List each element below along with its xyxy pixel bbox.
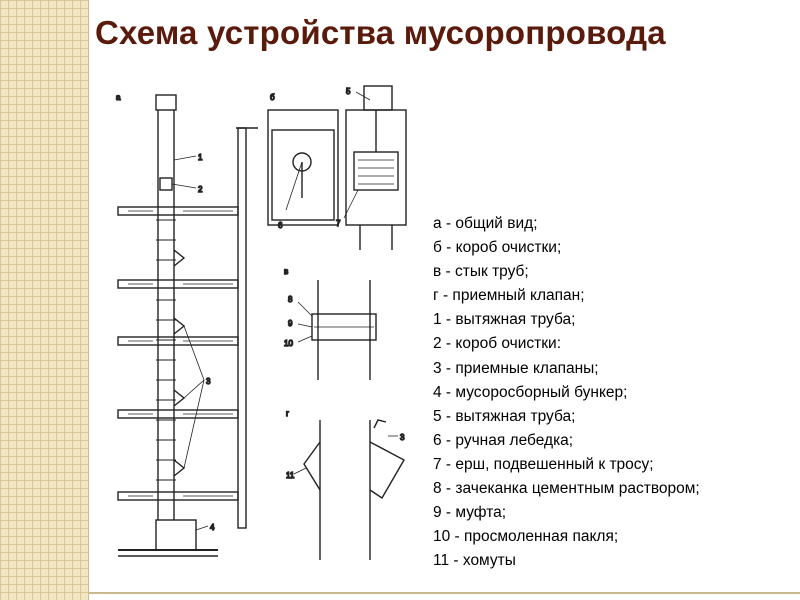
label-3: 3 [206,377,211,386]
label-5: 5 [346,87,351,96]
leader-lines-a [171,155,209,531]
label-b: б [270,93,275,102]
label-v: в [284,267,288,276]
legend-list: а - общий вид; б - короб очистки; в - ст… [433,212,793,573]
cleaning-box-door [267,109,339,226]
label-1: 1 [198,153,203,162]
legend-item: 11 - хомуты [433,552,516,570]
decorative-side-strip [0,0,89,600]
legend-item: в - стык труб; [433,263,529,281]
page-title: Схема устройства мусоропровода [95,14,666,51]
valve-clamp [303,441,321,491]
legend-item: 2 - короб очистки: [433,335,562,353]
garbage-bunker [155,519,197,551]
cleaning-box [159,177,173,191]
legend-item: 9 - муфта; [433,504,507,522]
valve-flap [369,441,405,499]
legend-item: 7 - ерш, подвешенный к тросу; [433,455,654,473]
label-10: 10 [284,339,293,348]
label-2: 2 [198,185,203,194]
garbage-chute-diagram: а [108,80,438,580]
label-9: 9 [288,319,293,328]
floor-slabs [117,206,239,501]
label-a: а [116,93,121,102]
label-3-valve: 3 [400,433,405,442]
legend-item: 6 - ручная лебедка; [433,431,574,449]
legend-item: б - короб очистки; [433,239,562,257]
legend-item: а - общий вид; [433,215,538,232]
cleaning-box-door-inner [271,129,335,221]
legend-item: 8 - зачеканка цементным раствором; [433,480,700,498]
label-4: 4 [210,523,215,532]
building-wall [237,127,247,529]
legend-item: 5 - вытяжная труба; [433,407,576,425]
label-11: 11 [286,471,295,480]
label-6: 6 [278,221,283,230]
legend-item: 10 - просмоленная пакля; [433,528,619,546]
label-7: 7 [336,219,341,228]
pipe-joints [156,219,176,501]
vent-cap [155,94,177,111]
legend-item: г - приемный клапан; [433,287,585,305]
receiving-valves [173,249,186,477]
slab-hatching [128,210,233,497]
legend-item: 4 - мусоросборный бункер; [433,383,628,401]
legend-item: 3 - приемные клапаны; [433,359,599,377]
label-g: г [286,409,289,418]
vent-pipe-top [363,85,393,111]
bottom-divider [88,592,800,594]
label-8: 8 [288,295,293,304]
legend-item: 1 - вытяжная труба; [433,311,576,329]
